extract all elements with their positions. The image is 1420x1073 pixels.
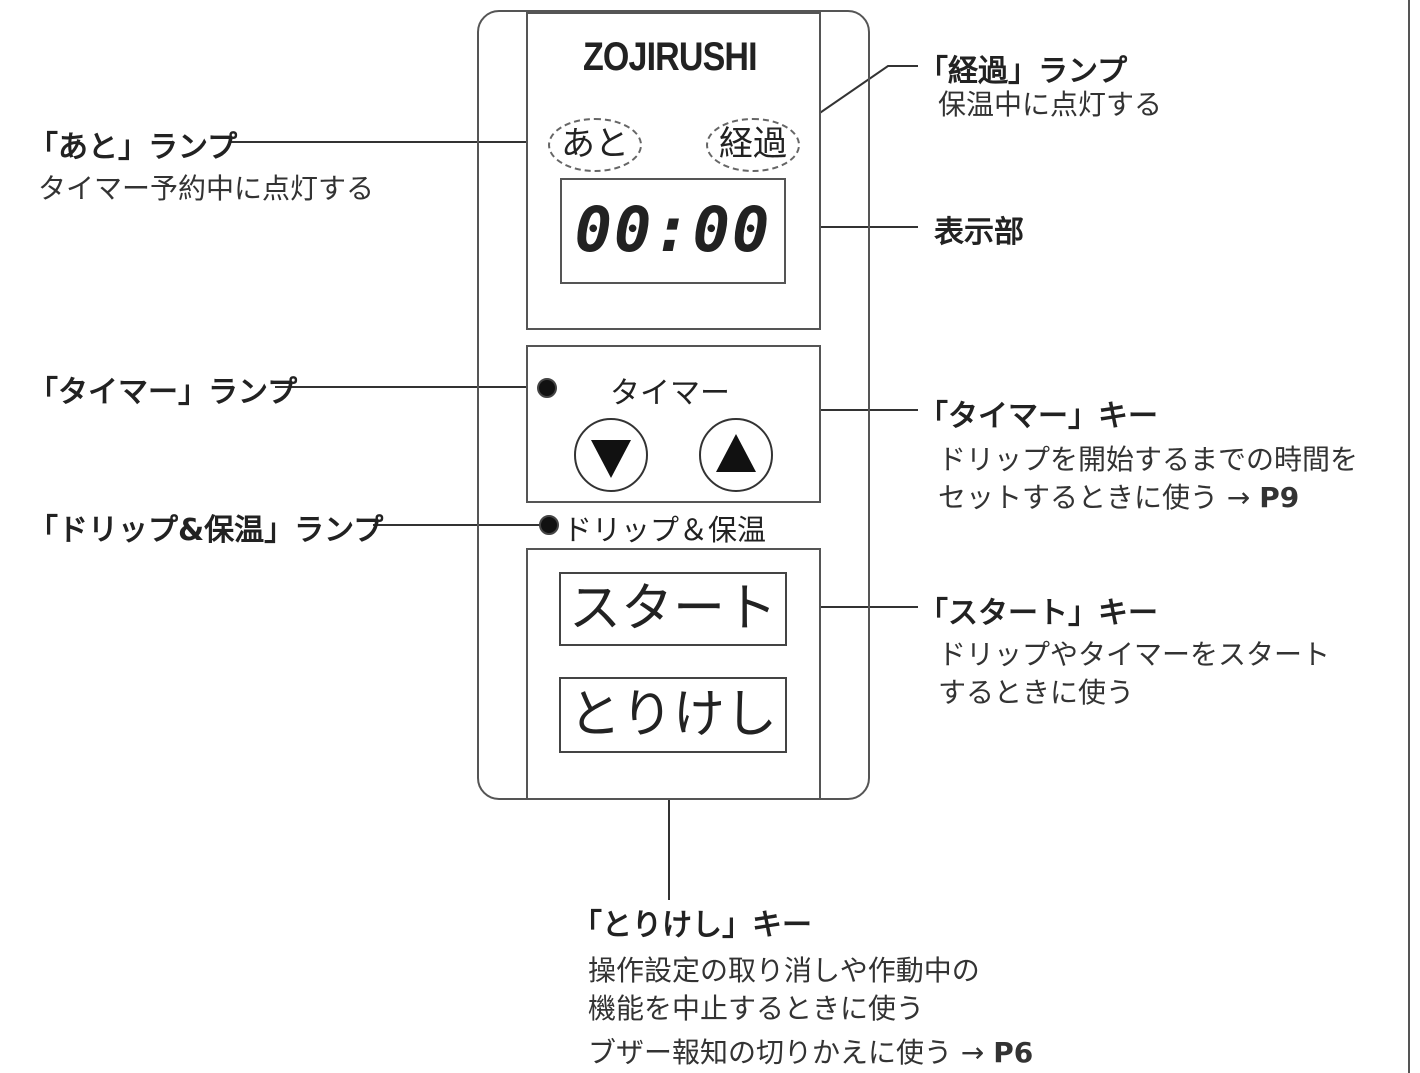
cancel-key-title: 「とりけし」キー (572, 908, 812, 943)
start-key-desc1: ドリップやタイマーをスタート (938, 638, 1331, 671)
cancel-key-desc3: ブザー報知の切りかえに使う → (588, 1036, 985, 1069)
start-key-desc2: するときに使う (938, 676, 1135, 709)
after-lamp-desc: タイマー予約中に点灯する (38, 172, 375, 205)
elapsed-lamp-title: 「経過」ランプ (918, 54, 1128, 89)
cancel-key-page-ref[interactable]: P6 (993, 1036, 1034, 1069)
brand-logo: ZOJIRUSHI (583, 35, 758, 79)
timer-section (526, 345, 821, 503)
timer-key-title: 「タイマー」キー (918, 399, 1158, 434)
after-lamp: あと (548, 118, 642, 172)
start-key-title: 「スタート」キー (918, 596, 1158, 631)
timer-key-desc1: ドリップを開始するまでの時間を (938, 443, 1359, 476)
elapsed-lamp: 経過 (706, 118, 800, 172)
timer-lamp-title: 「タイマー」ランプ (28, 375, 298, 410)
display-title: 表示部 (934, 215, 1024, 250)
timer-label: タイマー (610, 376, 730, 411)
timer-key-desc2: セットするときに使う → (938, 481, 1251, 514)
timer-lamp (537, 378, 557, 398)
timer-key-desc2-line: セットするときに使う → P9 (938, 479, 1299, 516)
cancel-key-desc2: 機能を中止するときに使う (588, 992, 925, 1025)
after-lamp-title: 「あと」ランプ (28, 130, 238, 165)
start-key[interactable]: スタート (559, 572, 787, 646)
drip-keepwarm-label: ドリップ＆保温 (563, 513, 767, 547)
display-section (526, 12, 821, 330)
timer-down-button[interactable] (574, 418, 648, 492)
page-border (1408, 0, 1410, 1073)
timer-up-button[interactable] (699, 418, 773, 492)
cancel-key-desc3-line: ブザー報知の切りかえに使う → P6 (588, 1034, 1033, 1071)
drip-lamp-title: 「ドリップ&保温」ランプ (28, 513, 384, 548)
timer-key-page-ref[interactable]: P9 (1259, 481, 1300, 514)
up-arrow-icon (716, 434, 756, 472)
cancel-key-desc1: 操作設定の取り消しや作動中の (588, 954, 980, 987)
keys-section (526, 548, 821, 800)
time-display: 00:00 (560, 178, 786, 284)
elapsed-lamp-desc: 保温中に点灯する (938, 88, 1163, 121)
drip-keepwarm-lamp (539, 515, 559, 535)
down-arrow-icon (591, 440, 631, 478)
cancel-key[interactable]: とりけし (559, 677, 787, 753)
